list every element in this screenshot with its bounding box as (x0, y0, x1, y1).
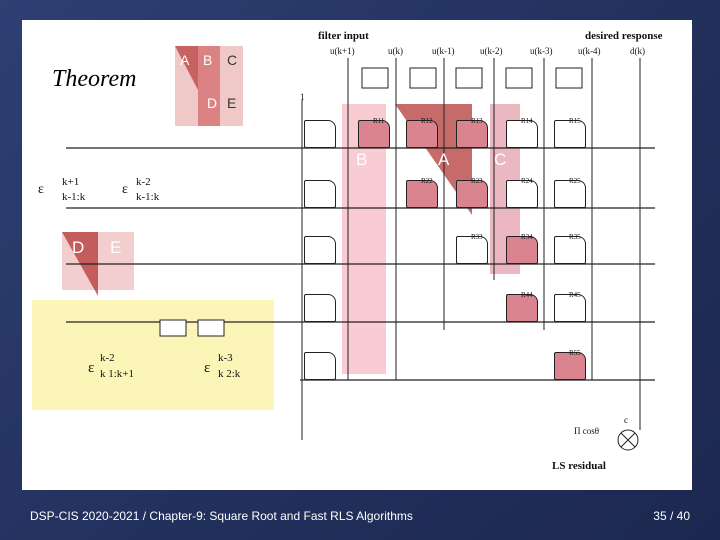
processing-cell: R55 (554, 349, 586, 380)
processing-cell: R44 (506, 291, 538, 322)
eps-left-2-sub: k-1:k (136, 191, 160, 203)
filter-input-label: filter input (318, 30, 369, 42)
processing-cell: R11 (358, 117, 390, 148)
eps-left-1: ε (38, 182, 44, 197)
grid-cell-c: C (227, 52, 238, 68)
delay-elements-lower (159, 319, 225, 337)
overlay-a: A (438, 150, 450, 169)
input-label: u(k-2) (480, 46, 503, 56)
grid-cell-b: B (203, 52, 213, 68)
desired-response-label: desired response (585, 30, 663, 42)
eps-bottom-left-sub: k 1:k+1 (100, 368, 135, 380)
input-label: u(k-1) (432, 46, 455, 56)
eps-left-1-sub: k-1:k (62, 191, 86, 203)
cell-register-label: R25 (569, 177, 581, 185)
highlight-column-b (342, 104, 386, 374)
processing-cell: R25 (554, 177, 586, 208)
theorem-grid-triangle (175, 46, 198, 90)
rotation-cell (304, 236, 336, 264)
c-label: c (624, 415, 628, 425)
pi-cos-label: Π cosθ (574, 426, 600, 436)
input-label: u(k-3) (530, 46, 553, 56)
grid-cell-e: E (227, 95, 237, 111)
cell-register-label: R45 (569, 291, 581, 299)
processing-cell: R22 (406, 177, 438, 208)
cell-register-label: R12 (421, 117, 433, 125)
cell-register-label: R13 (471, 117, 483, 125)
eps-bottom-right-sub: k 2:k (218, 368, 241, 380)
eps-left-2: ε (122, 182, 128, 197)
cell-register-label: R22 (421, 177, 433, 185)
eps-left-1-sup: k+1 (62, 176, 80, 188)
processing-cell: R13 (456, 117, 488, 148)
input-label: u(k) (388, 46, 403, 56)
processing-cell: R34 (506, 233, 538, 264)
eps-left-2-sup: k-2 (136, 176, 151, 188)
eps-bottom-left: ε (88, 360, 95, 376)
theorem-grid-col-b (198, 46, 220, 126)
rotation-cell (304, 180, 336, 208)
ls-residual-label: LS residual (552, 460, 606, 472)
eps-bottom-right: ε (204, 360, 211, 376)
footer-course-title: DSP-CIS 2020-2021 / Chapter-9: Square Ro… (30, 509, 413, 523)
page-number: 35 / 40 (653, 509, 690, 523)
processing-cell: R33 (456, 233, 488, 264)
cell-register-label: R55 (569, 349, 581, 357)
processing-cell: R14 (506, 117, 538, 148)
delay-elements (361, 67, 583, 89)
processing-cell: R24 (506, 177, 538, 208)
one-label: 1 (300, 92, 305, 102)
processing-cell: R23 (456, 177, 488, 208)
processing-cell: R45 (554, 291, 586, 322)
rotation-cell (304, 352, 336, 380)
processing-cell: R12 (406, 117, 438, 148)
rotation-cell (304, 294, 336, 322)
theorem-title: Theorem (52, 66, 137, 92)
cell-register-label: R14 (521, 117, 533, 125)
processing-cell: R15 (554, 117, 586, 148)
cell-register-label: R24 (521, 177, 533, 185)
grid-cell-a: A (180, 52, 190, 68)
overlay-c: C (494, 150, 507, 169)
highlight-yellow-region (32, 300, 274, 410)
input-label: u(k+1) (330, 46, 355, 56)
input-label: u(k-4) (578, 46, 601, 56)
overlay-b: B (356, 150, 368, 169)
cell-register-label: R35 (569, 233, 581, 241)
eps-bottom-right-sup: k-3 (218, 352, 233, 364)
processing-cell: R35 (554, 233, 586, 264)
input-lines (301, 58, 641, 440)
cell-register-label: R34 (521, 233, 533, 241)
cell-register-label: R11 (373, 117, 385, 125)
eps-bottom-left-sup: k-2 (100, 352, 115, 364)
cell-register-label: R15 (569, 117, 581, 125)
cell-register-label: R44 (521, 291, 533, 299)
rotation-cell (304, 120, 336, 148)
grid-cell-d: D (207, 95, 218, 111)
overlay-d: D (72, 238, 85, 257)
overlay-e: E (110, 238, 122, 257)
cell-register-label: R33 (471, 233, 483, 241)
input-label: d(k) (630, 46, 645, 56)
cell-register-label: R23 (471, 177, 483, 185)
